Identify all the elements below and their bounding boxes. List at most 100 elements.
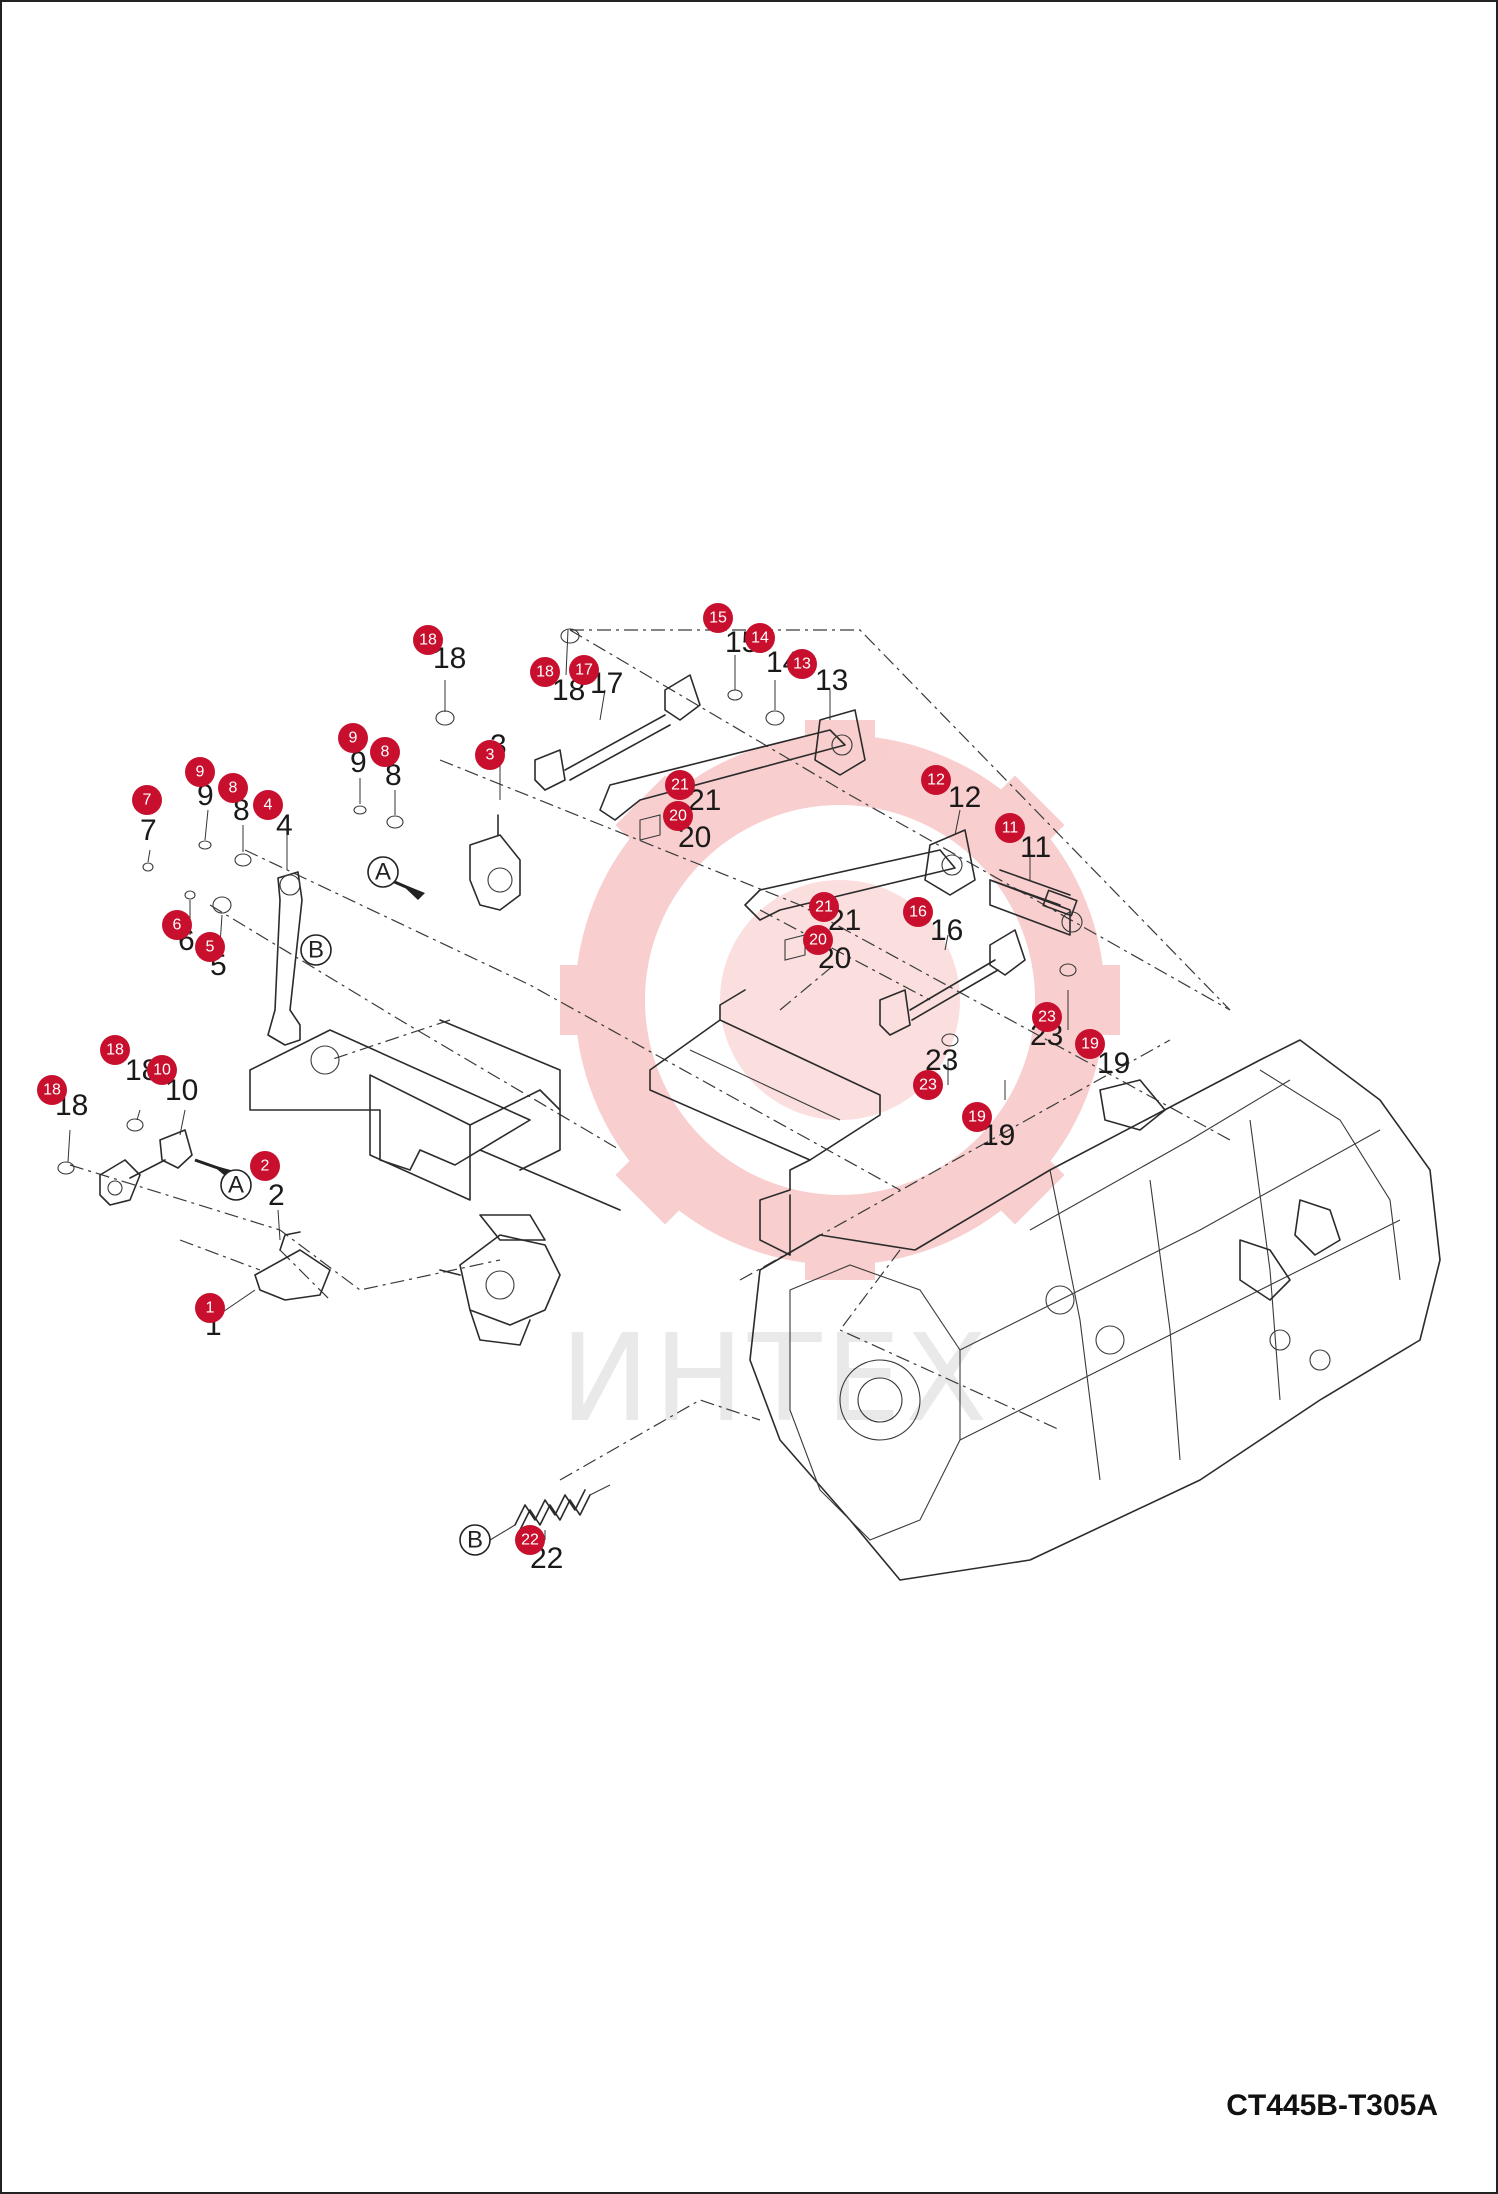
svg-text:8: 8 [381, 744, 390, 761]
callout-number-4: 4 [276, 809, 293, 842]
mounting-plate [249, 1019, 621, 1211]
svg-text:9: 9 [196, 764, 205, 781]
svg-text:B: B [467, 1527, 483, 1554]
bell-crank [469, 814, 521, 911]
svg-text:14: 14 [751, 630, 769, 647]
svg-text:A: A [228, 1172, 244, 1199]
callout-number-9b: 9 [350, 746, 367, 779]
direction-arrows [194, 878, 425, 1180]
badge-8a[interactable]: 8 [218, 773, 248, 803]
ref-B-spring: B [459, 1524, 491, 1556]
shift-lever [267, 871, 303, 1046]
svg-text:18: 18 [536, 664, 554, 681]
badge-20a[interactable]: 20 [663, 801, 693, 831]
badge-4[interactable]: 4 [253, 790, 283, 820]
svg-text:21: 21 [815, 899, 833, 916]
svg-text:19: 19 [968, 1109, 986, 1126]
watermark: ИНТЕХ [560, 720, 1120, 1449]
badge-7[interactable]: 7 [132, 785, 162, 815]
badge-21a[interactable]: 21 [665, 770, 695, 800]
svg-text:2: 2 [261, 1158, 270, 1175]
svg-text:A: A [375, 859, 391, 886]
svg-text:5: 5 [206, 939, 215, 956]
callout-number-8b: 8 [385, 759, 402, 792]
badge-18c[interactable]: 18 [100, 1035, 130, 1065]
return-spring [489, 1484, 611, 1541]
badge-11[interactable]: 11 [995, 813, 1025, 843]
callout-number-12: 12 [948, 781, 981, 814]
svg-text:18: 18 [106, 1042, 124, 1059]
badge-15[interactable]: 15 [703, 603, 733, 633]
badge-19b[interactable]: 19 [962, 1102, 992, 1132]
svg-text:17: 17 [575, 662, 593, 679]
badge-9b[interactable]: 9 [338, 723, 368, 753]
svg-text:1: 1 [206, 1300, 215, 1317]
badge-6[interactable]: 6 [162, 910, 192, 940]
badge-3[interactable]: 3 [475, 740, 505, 770]
svg-text:23: 23 [1038, 1009, 1056, 1026]
badge-22[interactable]: 22 [515, 1525, 545, 1555]
reference-letters: A A B B [220, 856, 491, 1556]
callout-badges: 1 2 3 4 5 6 7 8 8 9 9 10 11 12 13 14 15 … [37, 603, 1105, 1555]
badge-10[interactable]: 10 [147, 1055, 177, 1085]
svg-text:10: 10 [153, 1062, 171, 1079]
svg-text:16: 16 [909, 904, 927, 921]
badge-21b[interactable]: 21 [809, 892, 839, 922]
svg-text:3: 3 [486, 747, 495, 764]
link-and-bracket [99, 1129, 331, 1301]
svg-text:4: 4 [264, 797, 273, 814]
upper-shift-arm [534, 674, 866, 821]
gear-logo-icon [560, 720, 1120, 1280]
badge-19a[interactable]: 19 [1075, 1029, 1105, 1059]
badge-1[interactable]: 1 [195, 1293, 225, 1323]
callout-number-16: 16 [930, 914, 963, 947]
svg-text:22: 22 [521, 1532, 539, 1549]
transmission-housing [749, 1039, 1441, 1581]
drawing-code: CT445B-T305A [1226, 2089, 1438, 2122]
callout-number-11: 11 [1020, 831, 1051, 864]
svg-text:20: 20 [809, 932, 827, 949]
actuator [439, 1214, 561, 1346]
svg-text:18: 18 [419, 632, 437, 649]
badge-14[interactable]: 14 [745, 623, 775, 653]
svg-text:6: 6 [173, 917, 182, 934]
svg-text:21: 21 [671, 777, 689, 794]
badge-17[interactable]: 17 [569, 655, 599, 685]
ref-A-lower: A [220, 1169, 252, 1201]
svg-text:19: 19 [1081, 1036, 1099, 1053]
badge-23b[interactable]: 23 [913, 1070, 943, 1100]
badge-12[interactable]: 12 [921, 765, 951, 795]
badge-18d[interactable]: 18 [37, 1075, 67, 1105]
svg-text:B: B [308, 937, 324, 964]
badge-20b[interactable]: 20 [803, 925, 833, 955]
svg-text:9: 9 [349, 730, 358, 747]
svg-text:11: 11 [1002, 820, 1019, 837]
callout-number-9a: 9 [197, 779, 214, 812]
badge-18b[interactable]: 18 [530, 657, 560, 687]
callout-number-7: 7 [140, 814, 157, 847]
svg-text:7: 7 [143, 792, 152, 809]
svg-text:18: 18 [43, 1082, 61, 1099]
badge-13[interactable]: 13 [787, 649, 817, 679]
badge-9a[interactable]: 9 [185, 757, 215, 787]
badge-8b[interactable]: 8 [370, 737, 400, 767]
badge-18a[interactable]: 18 [413, 625, 443, 655]
clip-parts [57, 628, 1077, 1175]
callout-number-13: 13 [815, 664, 848, 697]
svg-text:15: 15 [709, 610, 727, 627]
badge-2[interactable]: 2 [250, 1151, 280, 1181]
callout-number-19a: 19 [1097, 1047, 1130, 1080]
badge-23a[interactable]: 23 [1032, 1002, 1062, 1032]
svg-text:8: 8 [229, 780, 238, 797]
badge-16[interactable]: 16 [903, 897, 933, 927]
svg-text:20: 20 [669, 808, 687, 825]
ref-A-upper: A [367, 856, 399, 888]
callout-number-2: 2 [268, 1179, 285, 1212]
svg-text:23: 23 [919, 1077, 937, 1094]
guide-plate [649, 989, 881, 1256]
badge-5[interactable]: 5 [195, 932, 225, 962]
lower-shift-arm [744, 829, 1083, 1036]
shaft [989, 869, 1078, 917]
